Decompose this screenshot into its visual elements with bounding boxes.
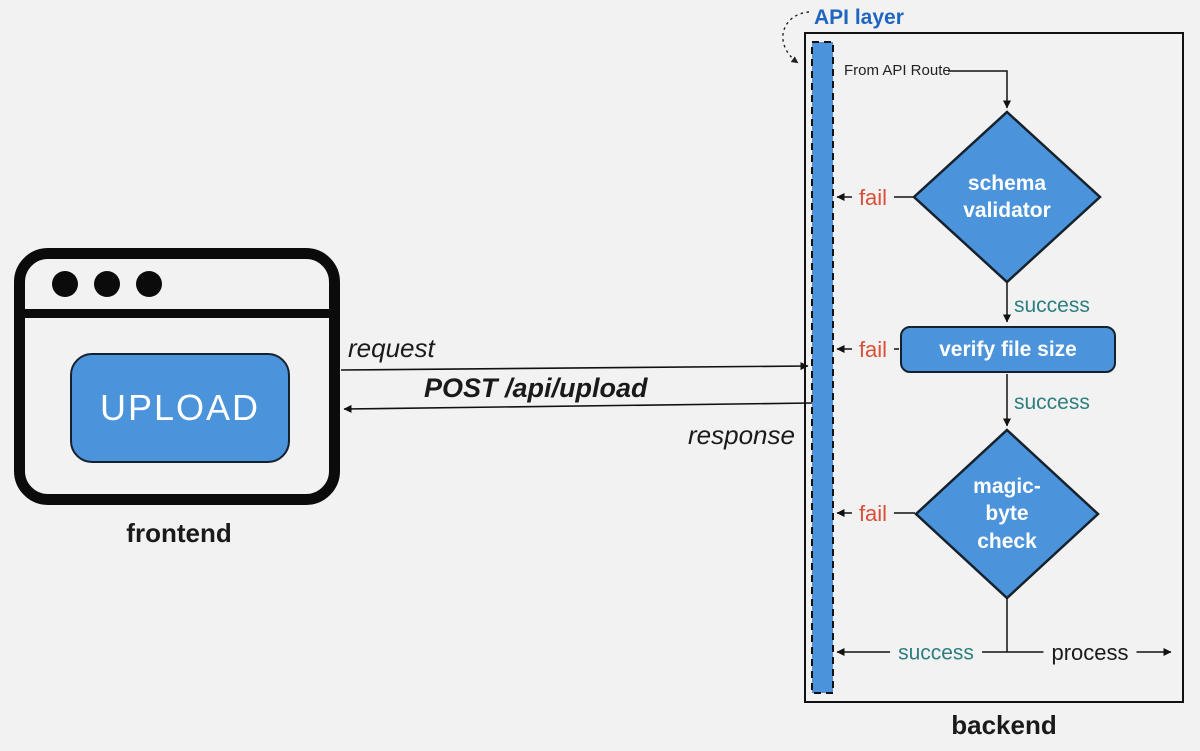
response-arrow (343, 402, 813, 413)
magic-byte-check-label: magic- byte check (973, 475, 1041, 553)
process-label: process (1043, 640, 1137, 666)
window-dot-icon (136, 271, 162, 297)
entry-connector-arrow (948, 70, 1011, 109)
http-method-label: POST /api/upload (424, 373, 648, 403)
api-layer-bar (811, 41, 834, 694)
request-arrow (340, 362, 809, 371)
from-api-route-label: From API Route (844, 62, 951, 79)
browser-titlebar (25, 259, 329, 318)
frontend-label: frontend (126, 518, 232, 548)
schema-validator-diamond (912, 110, 1102, 284)
backend-label: backend (951, 710, 1057, 740)
window-dot-icon (94, 271, 120, 297)
success-label-3: success (890, 641, 982, 665)
schema-validator-label: schema validator (963, 171, 1051, 222)
browser-window: UPLOAD (14, 248, 340, 505)
success-label-1: success (1014, 294, 1090, 317)
fail-label-2: fail (851, 337, 895, 363)
window-dot-icon (52, 271, 78, 297)
success-label-2: success (1014, 391, 1090, 414)
fail-label-1: fail (851, 185, 895, 211)
fail-label-3: fail (851, 501, 895, 527)
upload-button: UPLOAD (70, 353, 290, 463)
verify-file-size-node: verify file size (900, 326, 1116, 373)
response-label: response (688, 420, 795, 450)
api-layer-label: API layer (814, 6, 904, 29)
request-label: request (348, 333, 435, 363)
api-layer-callout-arrow (782, 11, 810, 64)
